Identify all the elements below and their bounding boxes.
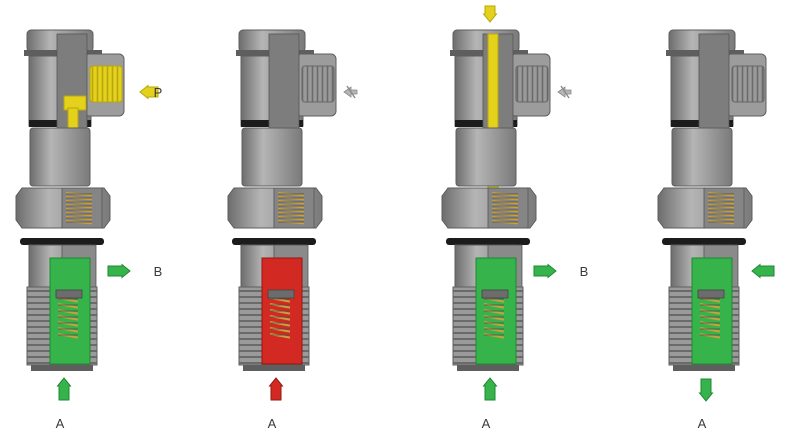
spring — [277, 192, 305, 225]
spring — [57, 297, 79, 339]
port-a-arrow — [56, 377, 72, 401]
poppet — [481, 289, 509, 299]
pilot-port-thread — [731, 65, 765, 103]
pilot-port-thread — [301, 65, 335, 103]
valve-panel: A — [227, 29, 358, 431]
poppet — [55, 289, 83, 299]
spring — [483, 297, 505, 339]
valve-panel: AB — [657, 29, 775, 431]
middle-sleeve — [29, 127, 91, 187]
port-a-arrow — [268, 377, 284, 401]
stem-end — [243, 365, 305, 371]
port-a-label: A — [698, 416, 707, 431]
port-a-arrow — [482, 377, 498, 401]
port-a-arrow — [698, 378, 714, 402]
middle-sleeve — [671, 127, 733, 187]
poppet — [267, 289, 295, 299]
port-a-label: A — [482, 416, 491, 431]
o-ring — [662, 238, 746, 245]
spring — [699, 297, 721, 339]
blocked-arrow-icon — [343, 85, 358, 99]
blocked-arrow-icon — [557, 85, 572, 99]
o-ring — [446, 238, 530, 245]
valve-panel: A B P — [15, 29, 163, 431]
port-b-label: B — [154, 264, 163, 279]
port-a-label: A — [268, 416, 277, 431]
stem-end — [673, 365, 735, 371]
stem-end — [457, 365, 519, 371]
o-ring — [20, 238, 104, 245]
port-a-label: A — [56, 416, 65, 431]
spring — [707, 192, 735, 225]
port-b-arrow — [107, 263, 131, 279]
pilot-port-thread — [89, 65, 123, 103]
o-ring — [232, 238, 316, 245]
pilot-pressure-arrow — [139, 84, 159, 100]
middle-sleeve — [241, 127, 303, 187]
port-b-label: B — [580, 264, 589, 279]
poppet — [697, 289, 725, 299]
pilot-port-thread — [515, 65, 549, 103]
middle-sleeve — [455, 127, 517, 187]
valve-panel: AB — [441, 5, 589, 431]
spring — [65, 192, 93, 225]
port-b-arrow — [751, 263, 775, 279]
stem-end — [31, 365, 93, 371]
port-b-arrow — [533, 263, 557, 279]
port-p-label: P — [154, 85, 163, 100]
spring — [269, 297, 291, 339]
spring — [491, 192, 519, 225]
top-pilot-arrow — [482, 5, 498, 23]
